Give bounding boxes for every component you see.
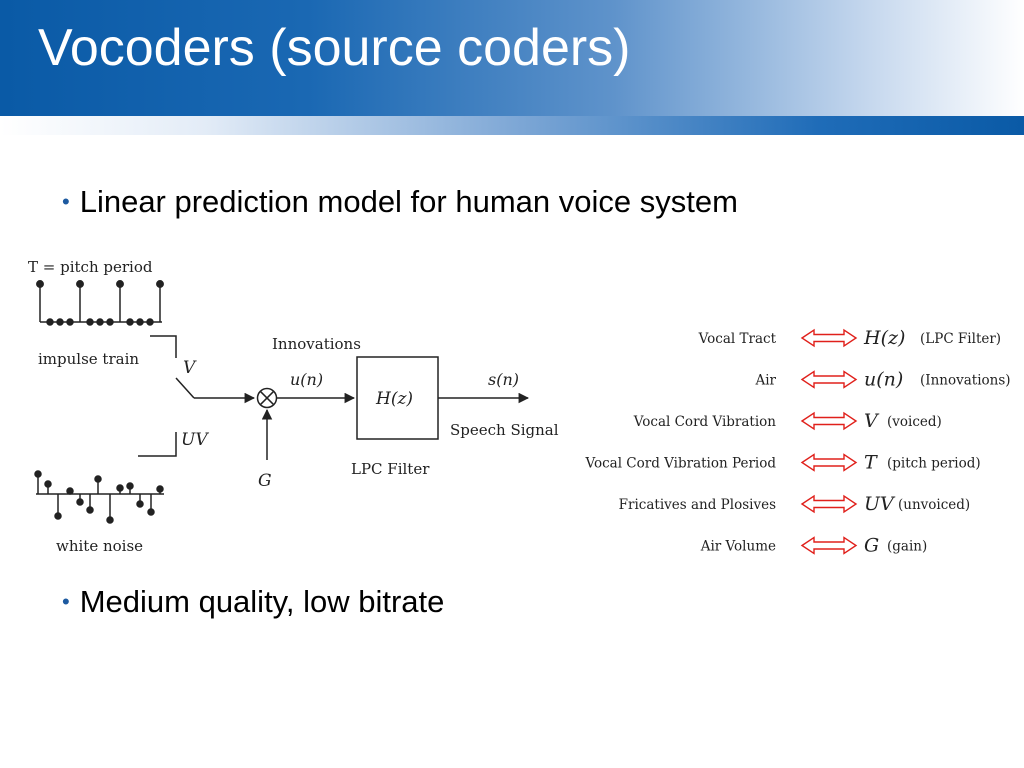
- double-arrow-icon: [800, 453, 858, 472]
- multiplier-icon: [256, 387, 278, 409]
- innovations-label: Innovations: [272, 335, 361, 353]
- mapping-symbol: u(n): [864, 369, 903, 391]
- lpc-voice-model-diagram: T = pitch period impulse train V UV: [28, 258, 1011, 557]
- mapping-term: Fricatives and Plosives: [619, 497, 776, 513]
- mapping-term: Air: [754, 373, 776, 389]
- mapping-table: Vocal Tract H(z) (LPC Filter) Air u(n) (Innov…: [584, 327, 1010, 557]
- mapping-row: Vocal Tract H(z) (LPC Filter): [698, 327, 1001, 349]
- unvoiced-label: UV: [181, 430, 209, 450]
- source-filter-diagram: T = pitch period impulse train V UV: [28, 258, 559, 555]
- gain-label: G: [258, 471, 272, 491]
- voiced-label: V: [183, 358, 197, 378]
- mapping-term: Vocal Tract: [698, 331, 777, 347]
- bullet-dot-icon: •: [62, 589, 70, 614]
- mapping-row: Air u(n) (Innovations): [754, 369, 1010, 391]
- speech-signal-label: Speech Signal: [450, 421, 559, 439]
- innovation-signal-label: u(n): [290, 370, 323, 389]
- mapping-description: (LPC Filter): [920, 331, 1001, 347]
- slide-title: Vocoders (source coders): [38, 19, 631, 77]
- mapping-symbol: H(z): [863, 327, 905, 349]
- mapping-symbol: V: [864, 410, 880, 432]
- mapping-term: Vocal Cord Vibration Period: [584, 456, 776, 472]
- pitch-period-label: T = pitch period: [28, 258, 153, 276]
- mapping-row: Vocal Cord Vibration V (voiced): [633, 410, 942, 432]
- mapping-row: Vocal Cord Vibration Period T (pitch perio…: [584, 452, 980, 474]
- mapping-symbol: G: [864, 535, 879, 557]
- title-stripe: [0, 116, 1024, 135]
- output-signal-label: s(n): [488, 370, 519, 389]
- double-arrow-icon: [800, 536, 858, 555]
- mapping-description: (unvoiced): [898, 497, 970, 513]
- mapping-symbol: T: [864, 452, 878, 474]
- bullet-text: Medium quality, low bitrate: [79, 584, 445, 619]
- bullet-medium-quality: • Medium quality, low bitrate: [62, 584, 444, 620]
- double-arrow-icon: [800, 370, 858, 389]
- mapping-description: (Innovations): [920, 373, 1011, 389]
- mapping-description: (voiced): [887, 414, 942, 430]
- lpc-filter-box: [356, 356, 439, 440]
- mapping-term: Air Volume: [700, 539, 776, 555]
- bullet-dot-icon: •: [62, 189, 70, 214]
- white-noise-icon: [34, 470, 164, 524]
- white-noise-label: white noise: [56, 537, 143, 555]
- impulse-train-icon: [36, 280, 164, 326]
- bullet-linear-prediction: • Linear prediction model for human voic…: [62, 184, 738, 220]
- bullet-text: Linear prediction model for human voice …: [79, 184, 738, 219]
- mapping-term: Vocal Cord Vibration: [633, 414, 777, 430]
- mapping-symbol: UV: [864, 493, 896, 515]
- double-arrow-icon: [800, 494, 858, 514]
- lpc-filter-label: LPC Filter: [351, 460, 430, 478]
- voiced-unvoiced-switch-icon: [138, 335, 256, 457]
- title-bar: Vocoders (source coders): [0, 0, 1024, 116]
- mapping-description: (pitch period): [887, 456, 981, 472]
- mapping-row: Fricatives and Plosives UV(unvoiced): [619, 493, 971, 515]
- double-arrow-icon: [800, 328, 858, 348]
- double-arrow-icon: [800, 411, 858, 431]
- mapping-description: (gain): [887, 539, 927, 555]
- impulse-train-label: impulse train: [38, 350, 139, 368]
- filter-symbol: H(z): [375, 389, 413, 409]
- mapping-row: Air Volume G (gain): [700, 535, 928, 557]
